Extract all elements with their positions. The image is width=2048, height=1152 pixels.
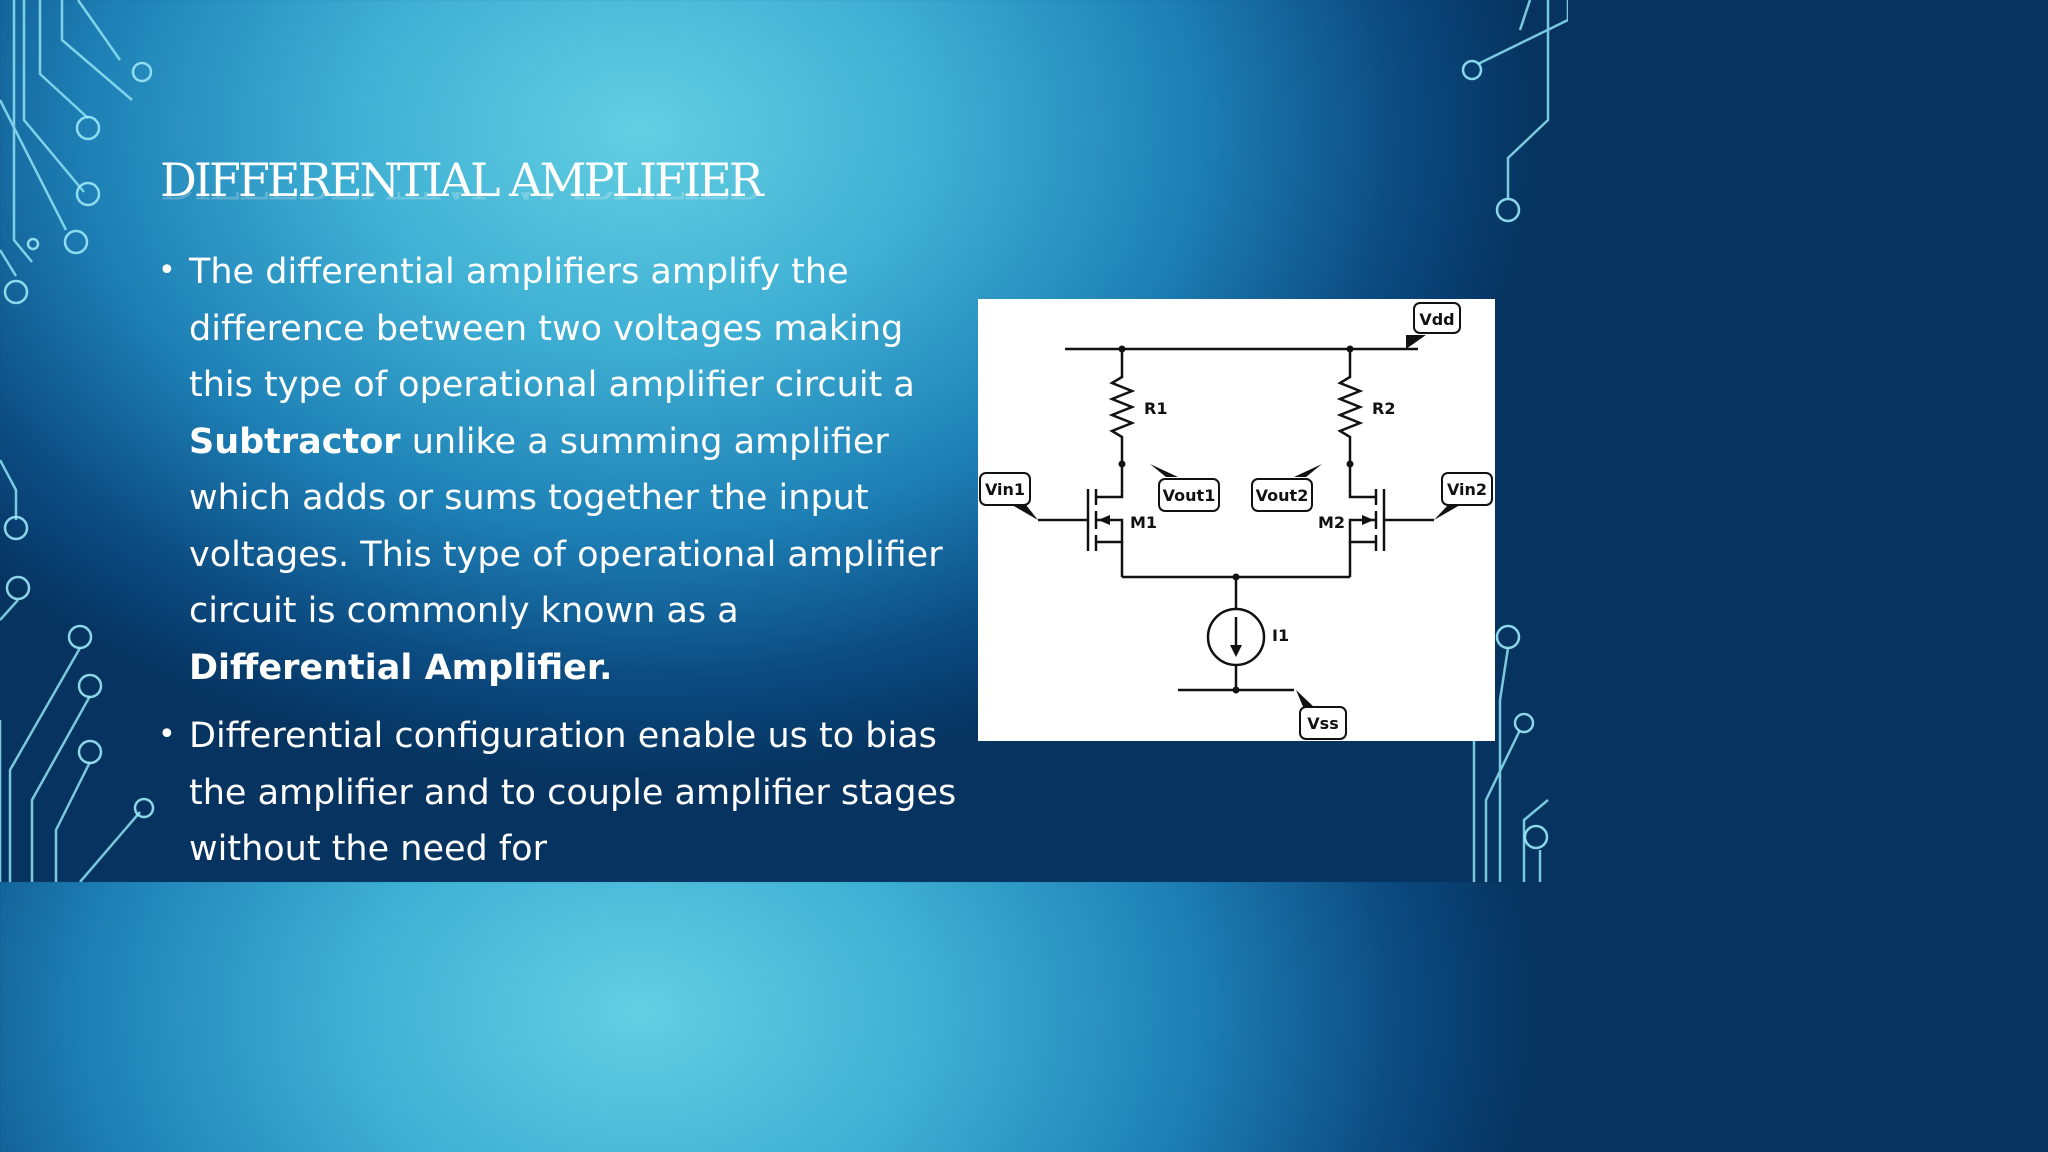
label-box-vss [1299,706,1347,740]
slide-title: Differential Amplifier [160,153,763,207]
label-vin1: Vin1 [985,480,1025,499]
circuit-trace-decoration [0,0,1568,882]
label-r2: R2 [1372,399,1395,418]
bullet-text: Differential configuration enable us to … [189,716,957,869]
label-vout2: Vout2 [1256,486,1309,505]
bullet-dot-icon: • [158,253,176,288]
label-i1: I1 [1272,626,1289,645]
label-vdd: Vdd [1419,310,1454,329]
differential-amplifier-schematic: Vdd Vout1 Vout2 Vin1 Vin2 Vss R1 R2 M1 M… [979,302,1493,740]
bullet-item: • The differential amplifiers amplify th… [158,244,968,696]
label-box-vin2 [1441,472,1493,506]
label-box-vin1 [979,472,1031,506]
bullet-item: • Differential configuration enable us t… [158,708,968,878]
resistor-r1 [1108,349,1136,464]
label-r1: R1 [1144,399,1167,418]
bullet-emphasis-differential-amplifier: Differential Amplifier. [189,647,613,688]
label-box-vdd [1413,302,1461,334]
circuit-diagram: Vdd Vout1 Vout2 Vin1 Vin2 Vss R1 R2 M1 M… [978,299,1495,741]
bullet-emphasis-subtractor: Subtractor [189,421,401,462]
label-vout1: Vout1 [1163,486,1216,505]
label-m2: M2 [1318,513,1345,532]
bullet-dot-icon: • [158,717,176,752]
bullet-list: • The differential amplifiers amplify th… [158,244,968,890]
label-box-vout1 [1158,478,1220,512]
bullet-text: The differential amplifiers amplify the … [189,252,915,405]
label-vin2: Vin2 [1447,480,1487,499]
slide-title-reflection: Differential Amplifier [160,192,760,212]
bullet-text: unlike a summing amplifier which adds or… [189,421,943,632]
label-vss: Vss [1307,714,1338,733]
resistor-r2 [1336,349,1364,464]
label-box-vout2 [1251,478,1313,512]
label-m1: M1 [1130,513,1157,532]
